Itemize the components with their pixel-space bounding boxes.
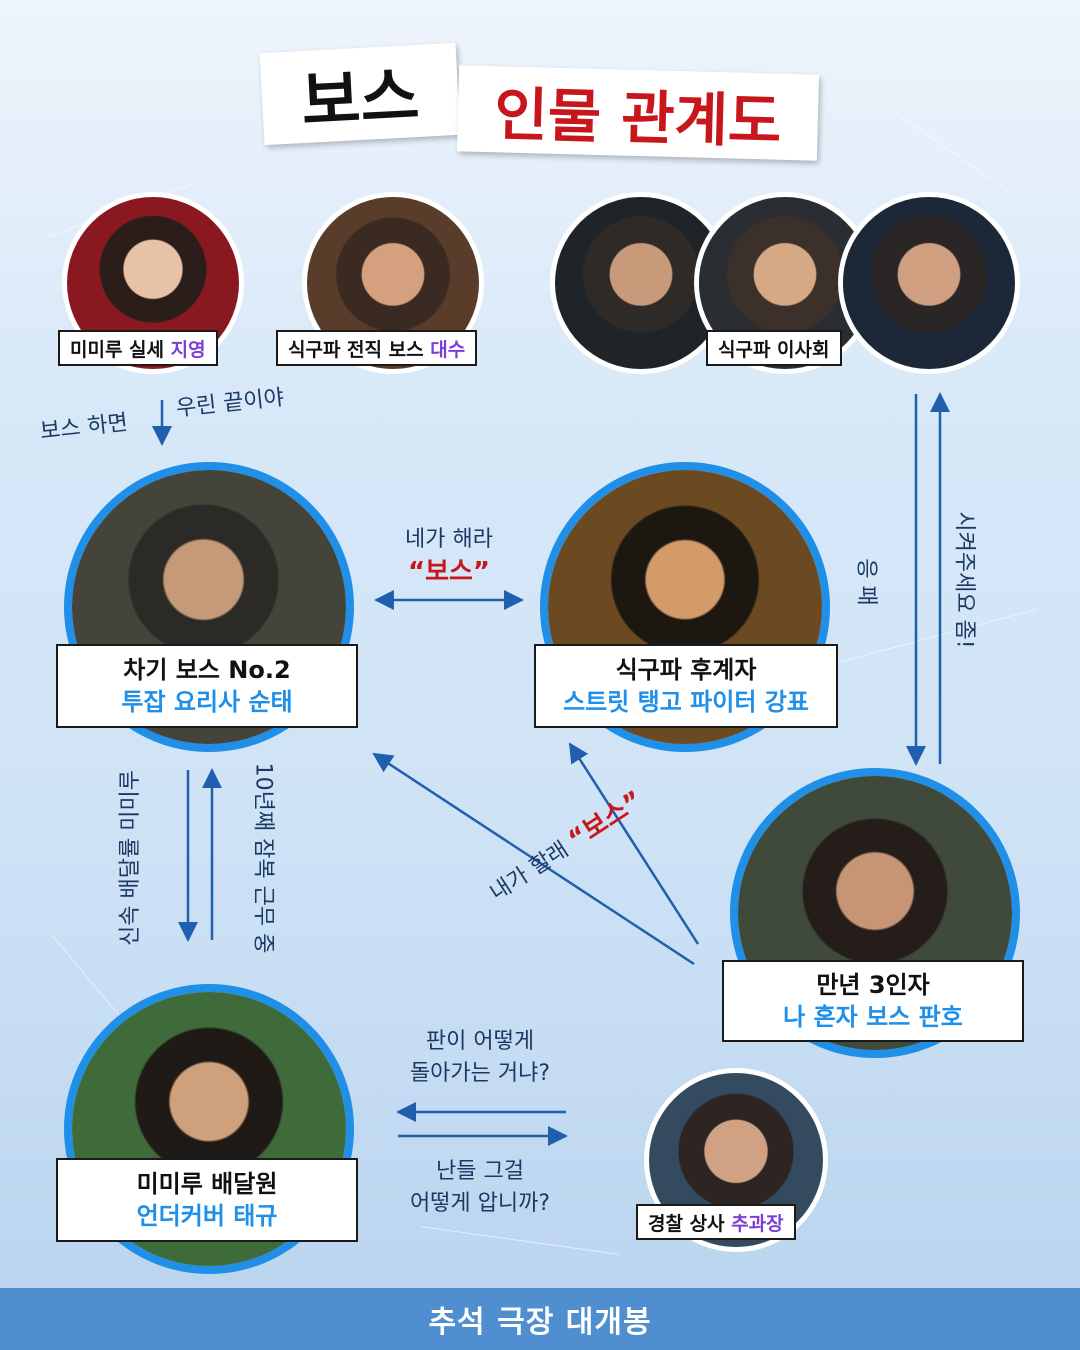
label-chief-name: 추과장	[731, 1213, 783, 1235]
label-taegyu: 미미루 배달원 언더커버 태규	[56, 1158, 358, 1242]
label-soontae: 차기 보스 No.2 투잡 요리사 순태	[56, 644, 358, 728]
label-soontae-line1: 차기 보스 No.2	[123, 654, 290, 686]
label-daesu-name: 대수	[430, 339, 465, 361]
note-taegyu-answer-line1: 난들 그걸	[386, 1156, 574, 1188]
note-soontae-kangpyo: 네가 해라 “보스”	[376, 524, 522, 588]
label-taegyu-line1: 미미루 배달원	[137, 1168, 278, 1200]
label-board: 식구파 이사회	[706, 330, 842, 366]
note-board-panho-text: 응 패	[854, 558, 879, 605]
note-panho-board-text: 시켜주세요 좀!	[952, 511, 977, 648]
label-panho-line1: 만년 3인자	[816, 969, 929, 1001]
note-soontae-taegyu-text: 신속 배달률 미미루	[118, 770, 143, 946]
label-jiyoung-prefix: 미미루 실세	[70, 339, 171, 361]
note-chief-question-line2: 돌아가는 거냐?	[392, 1058, 568, 1090]
note-panho-board: 시켜주세요 좀!	[951, 511, 983, 648]
note-chief-question-line1: 판이 어떻게	[392, 1026, 568, 1058]
label-daesu: 식구파 전직 보스 대수	[276, 330, 477, 366]
label-jiyoung: 미미루 실세 지영	[58, 330, 218, 366]
note-soontae-taegyu: 신속 배달률 미미루	[112, 770, 144, 946]
note-soontae-kangpyo-line1: 네가 해라	[376, 524, 522, 556]
label-panho-line2: 나 혼자 보스 판호	[783, 1001, 963, 1033]
label-soontae-line2: 투잡 요리사 순태	[121, 686, 292, 718]
portrait-board-member-3	[838, 192, 1020, 374]
note-taegyu-soontae-text: 10년째 잠복 근무 중	[250, 763, 275, 954]
note-chief-question: 판이 어떻게 돌아가는 거냐?	[392, 1026, 568, 1090]
note-board-panho: 응 패	[853, 558, 885, 605]
label-jiyoung-name: 지영	[171, 339, 206, 361]
label-kangpyo-line1: 식구파 후계자	[616, 654, 757, 686]
label-chief-prefix: 경찰 상사	[648, 1213, 731, 1235]
note-taegyu-soontae: 10년째 잠복 근무 중	[249, 763, 281, 954]
label-taegyu-line2: 언더커버 태규	[137, 1200, 278, 1232]
note-jiyoung-left-text: 보스 하면	[39, 410, 129, 444]
note-soontae-kangpyo-quote: “보스”	[376, 556, 522, 588]
note-taegyu-answer: 난들 그걸 어떻게 압니까?	[386, 1156, 574, 1220]
footer-banner: 추석 극장 대개봉	[0, 1288, 1080, 1350]
note-taegyu-answer-line2: 어떻게 압니까?	[386, 1188, 574, 1220]
label-daesu-prefix: 식구파 전직 보스	[288, 339, 430, 361]
label-board-text: 식구파 이사회	[718, 335, 830, 362]
label-panho: 만년 3인자 나 혼자 보스 판호	[722, 960, 1024, 1042]
label-chief: 경찰 상사 추과장	[636, 1204, 796, 1240]
label-kangpyo-line2: 스트릿 탱고 파이터 강표	[563, 686, 809, 718]
label-kangpyo: 식구파 후계자 스트릿 탱고 파이터 강표	[534, 644, 838, 728]
footer-text: 추석 극장 대개봉	[428, 1297, 651, 1341]
